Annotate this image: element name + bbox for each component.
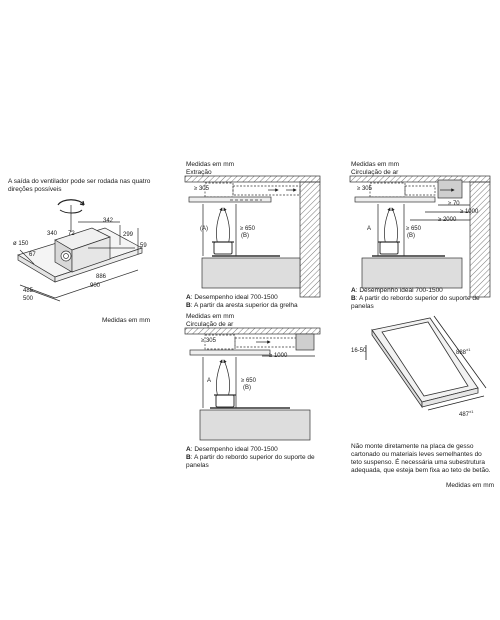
frame-dim-depth: 16-50: [351, 348, 367, 354]
extraction-label-a: (A): [200, 226, 208, 232]
frame-mounting-note: Não monte diretamente na placa de gesso …: [351, 443, 491, 474]
dim-299: 299: [123, 232, 134, 238]
extraction-header-measures: Medidas em mm: [186, 161, 235, 168]
extraction-dim-side: ≥ 650: [240, 226, 255, 232]
frame-measures-note: Medidas em mm: [446, 482, 495, 489]
hood-isometric-drawing: [17, 199, 143, 302]
frame-dim-width: 487±1: [459, 409, 474, 418]
circ-right-dim-2000: ≥ 2000: [438, 217, 457, 223]
dim-900: 900: [90, 283, 101, 289]
outlet-rotation-note: A saída do ventilador pode ser rodada na…: [8, 178, 151, 193]
dim-886: 886: [96, 274, 107, 280]
measures-note-left: Medidas em mm: [102, 317, 151, 324]
dim-72: 72: [68, 231, 75, 237]
extraction-diagram: [184, 175, 321, 298]
circ-right-label-b: (B): [407, 233, 415, 239]
extraction-legend-a: A: Desempenho ideal 700-1500: [186, 294, 278, 301]
extraction-dim-top: ≥ 305: [194, 186, 209, 192]
dim-150: ø 150: [13, 241, 29, 247]
dim-500: 500: [23, 296, 34, 302]
extraction-label-b: (B): [241, 233, 249, 239]
extraction-legend-b: B: A partir da aresta superior da grelha: [186, 302, 298, 309]
circ-right-dim-top: ≥ 305: [357, 186, 372, 192]
circ-right-header-measures: Medidas em mm: [351, 161, 400, 168]
dim-59: 59: [140, 243, 147, 249]
frame-dim-length: 888±1: [456, 347, 471, 356]
circ-mid-header-measures: Medidas em mm: [186, 313, 235, 320]
circ-mid-label-a: A: [207, 378, 212, 384]
circ-right-label-a: A: [367, 226, 372, 232]
circ-mid-label-b: (B): [243, 385, 251, 391]
circ-mid-dim-top: ≥ 305: [201, 338, 216, 344]
mounting-frame-drawing: [365, 315, 487, 411]
circ-mid-dim-1000: ≥ 1000: [269, 353, 288, 359]
circ-right-header-title: Circulação de ar: [351, 169, 399, 176]
circulation-right-diagram: [349, 175, 491, 298]
circ-right-dim-side: ≥ 650: [406, 226, 421, 232]
dim-67: 67: [29, 252, 36, 258]
circ-right-dim-1000: ≥ 1000: [460, 209, 479, 215]
circ-right-legend-b: B: A partir do rebordo superior do supor…: [351, 295, 480, 310]
dim-342: 342: [103, 218, 114, 224]
circulation-mid-diagram: [184, 327, 321, 441]
dim-340: 340: [47, 231, 58, 237]
circ-mid-header-title: Circulação de ar: [186, 321, 234, 328]
extraction-header-title: Extração: [186, 169, 212, 176]
circ-mid-legend-a: A: Desempenho ideal 700-1500: [186, 446, 278, 453]
circ-mid-legend-b: B: A partir do rebordo superior do supor…: [186, 454, 315, 469]
circ-mid-dim-side: ≥ 650: [241, 378, 256, 384]
circ-right-legend-a: A: Desempenho ideal 700-1500: [351, 287, 443, 294]
circ-right-dim-70: ≥ 70: [448, 201, 460, 207]
dim-485: 485: [23, 288, 34, 294]
